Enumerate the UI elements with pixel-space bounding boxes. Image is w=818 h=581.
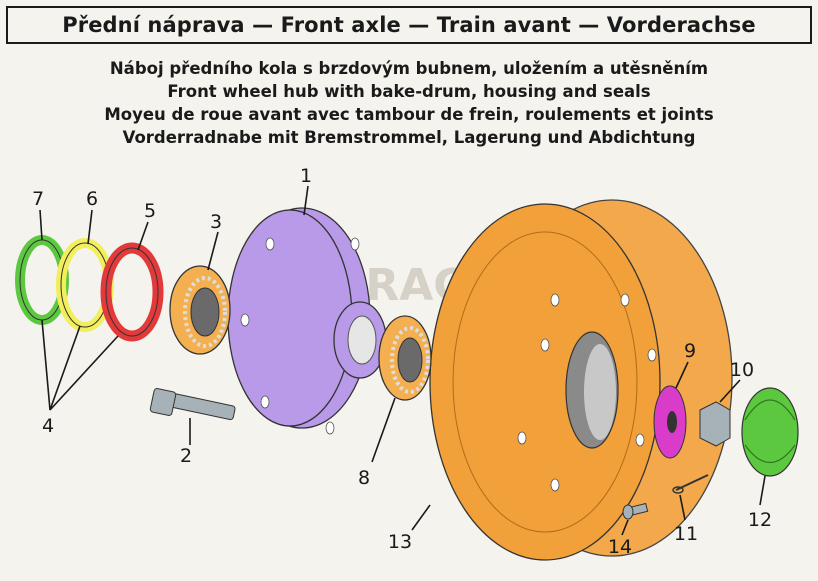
callout-label: 1: [300, 165, 312, 187]
callout-label: 4: [42, 415, 54, 437]
callout-labels: 1 2 3 4 5 6 7 8 9 10 11 12 13 14: [32, 165, 772, 558]
callout-label: 7: [32, 188, 44, 210]
drum-stud-holes: [517, 293, 657, 492]
page-title: Přední náprava — Front axle — Train avan…: [6, 6, 812, 44]
outer-bearing: [378, 315, 432, 401]
castle-nut: [699, 401, 731, 447]
wheel-hub: [227, 207, 387, 435]
callout-label: 9: [684, 340, 696, 362]
brake-drum: [429, 199, 733, 561]
subtitle-german: Vorderradnabe mit Bremstrommel, Lagerung…: [122, 128, 696, 147]
split-pin: [672, 474, 709, 494]
subtitle-english: Front wheel hub with bake-drum, housing …: [167, 82, 651, 101]
subtitle-czech: Náboj předního kola s brzdovým bubnem, u…: [109, 59, 709, 78]
callout-label: 5: [144, 200, 156, 222]
callout-label: 8: [358, 467, 370, 489]
leader-lines: [39, 185, 766, 536]
description-block: Náboj předního kola s brzdovým bubnem, u…: [0, 57, 818, 149]
hub-cap: [741, 387, 799, 477]
drum-screw: [622, 502, 649, 520]
inner-bearing: [169, 265, 231, 355]
callout-label: 10: [730, 359, 754, 381]
callout-label: 13: [388, 531, 412, 553]
seal-ring-5: [100, 242, 164, 342]
callout-label: 11: [674, 523, 698, 545]
callout-label: 14: [608, 536, 632, 558]
callout-label: 2: [180, 445, 192, 467]
callout-label: 6: [86, 188, 98, 210]
washer-9: [653, 385, 687, 459]
callout-label: 3: [210, 211, 222, 233]
callout-label: 12: [748, 509, 772, 531]
subtitle-french: Moyeu de roue avant avec tambour de frei…: [104, 105, 714, 124]
wheel-bolt: [149, 388, 236, 421]
